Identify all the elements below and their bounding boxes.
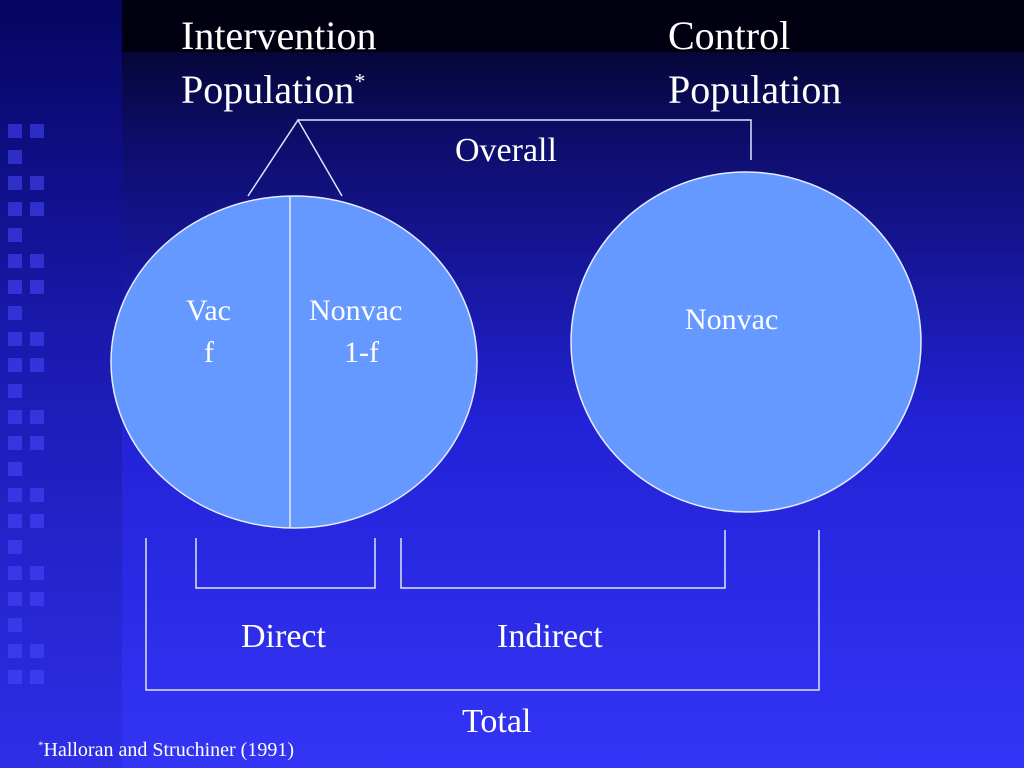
decorative-square (8, 670, 22, 684)
intervention-title-word: Population (181, 67, 355, 112)
direct-label: Direct (241, 618, 326, 655)
decorative-square (30, 436, 44, 450)
decorative-square (30, 592, 44, 606)
decorative-square (8, 280, 22, 294)
decorative-square (8, 462, 22, 476)
decorative-square (8, 332, 22, 346)
footnote-text: Halloran and Struchiner (1991) (43, 739, 294, 761)
nonvac-label-right: Nonvac (685, 303, 779, 336)
decorative-square (30, 124, 44, 138)
decorative-square (30, 488, 44, 502)
decorative-square (8, 176, 22, 190)
decorative-square (8, 566, 22, 580)
decorative-square (8, 306, 22, 320)
total-bracket (145, 530, 820, 691)
vac-fraction: f (204, 336, 214, 369)
total-label: Total (462, 703, 532, 740)
control-title-line1: Control (668, 13, 791, 58)
decorative-square (30, 332, 44, 346)
decorative-square (8, 514, 22, 528)
intervention-title-line2: Population* (181, 70, 365, 110)
decorative-square (30, 202, 44, 216)
decorative-square (30, 176, 44, 190)
decorative-square (30, 566, 44, 580)
decorative-square (30, 410, 44, 424)
footnote: *Halloran and Struchiner (1991) (38, 740, 294, 760)
decorative-square (8, 540, 22, 554)
overall-bracket (298, 119, 752, 160)
nonvac-label-left: Nonvac (309, 294, 403, 327)
vac-label: Vac (186, 294, 231, 327)
decorative-square (8, 644, 22, 658)
decorative-square (8, 358, 22, 372)
decorative-square (8, 384, 22, 398)
decorative-square (8, 228, 22, 242)
indirect-label: Indirect (497, 618, 603, 655)
decorative-square (8, 488, 22, 502)
control-title-line2: Population (668, 67, 842, 112)
indirect-bracket (400, 530, 726, 589)
decorative-square (30, 514, 44, 528)
decorative-square (8, 592, 22, 606)
decorative-square (8, 618, 22, 632)
nonvac-fraction: 1-f (344, 336, 379, 369)
top-decorative-band (122, 0, 1024, 52)
decorative-square (8, 150, 22, 164)
intervention-wedge (247, 118, 343, 197)
decorative-square (8, 410, 22, 424)
decorative-square (8, 202, 22, 216)
decorative-square (8, 124, 22, 138)
intervention-population-circle (110, 195, 478, 529)
decorative-square (30, 644, 44, 658)
decorative-square (8, 254, 22, 268)
direct-bracket (195, 538, 376, 589)
decorative-square (30, 280, 44, 294)
intervention-title-line1: Intervention (181, 13, 377, 58)
footnote-mark: * (38, 739, 44, 752)
decorative-square (30, 254, 44, 268)
overall-label: Overall (455, 132, 557, 169)
decorative-square (8, 436, 22, 450)
control-population-circle (570, 171, 922, 513)
intervention-footnote-mark: * (354, 68, 366, 94)
decorative-square (30, 358, 44, 372)
decorative-square (30, 670, 44, 684)
